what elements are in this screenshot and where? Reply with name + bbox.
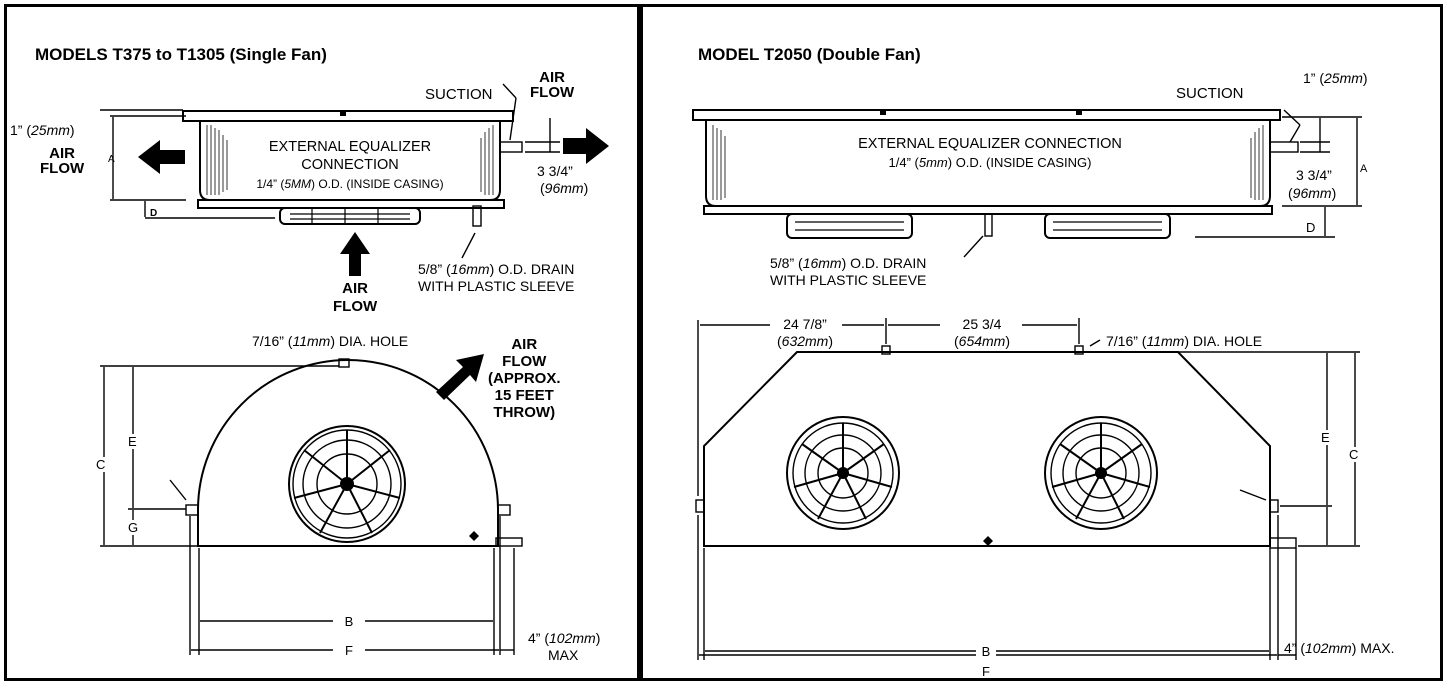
right-panel-title: MODEL T2050 (Double Fan) (698, 45, 921, 64)
left-air-flow-throw-label: AIR FLOW (APPROX. 15 FEET THROW) (488, 336, 561, 421)
air-flow-right-arrow (563, 128, 609, 164)
air-flow-throw-arrow (436, 354, 484, 400)
left-panel-title: MODELS T375 to T1305 (Single Fan) (35, 45, 327, 64)
left-dim-f-label: F (345, 643, 353, 658)
left-one-inch-label: 1” (25mm) (10, 122, 75, 138)
right-dim-334-label: 3 3/4” (1296, 167, 1332, 183)
single-fan-front-view (185, 358, 523, 547)
left-dim-96-label: (96mm) (540, 180, 589, 196)
left-max-word: MAX (548, 647, 579, 663)
right-dim-b-label: B (981, 644, 991, 659)
left-drain-line2: WITH PLASTIC SLEEVE (418, 278, 575, 294)
left-dim-c-label: C (96, 457, 106, 472)
left-air-flow-top-label: AIR FLOW (530, 69, 575, 101)
right-dim-e-label: E (1321, 430, 1330, 445)
single-fan-panel: MODELS T375 to T1305 (Single Fan) (4, 4, 640, 681)
right-dim-a-label: A (1360, 163, 1368, 175)
right-dim-f-label: F (982, 664, 990, 679)
fan-left-icon (786, 416, 900, 530)
left-dim-d-label: D (150, 208, 158, 219)
left-air-flow-bottom-label: AIR FLOW (333, 280, 378, 315)
left-dim-a-label: A (108, 154, 115, 165)
right-dim-c-label: C (1349, 447, 1359, 462)
left-dim-334-label: 3 3/4” (537, 163, 573, 179)
left-ext-eq-line3: 1/4” (5MM) O.D. (INSIDE CASING) (256, 177, 444, 191)
fan-right-icon (1044, 416, 1158, 530)
right-drain-line2: WITH PLASTIC SLEEVE (770, 272, 927, 288)
right-one-inch-label: 1” (25mm) (1303, 70, 1368, 86)
right-dim-96-label: (96mm) (1288, 185, 1337, 201)
right-ext-eq-line1: EXTERNAL EQUALIZER CONNECTION (858, 136, 1122, 152)
left-hole-label: 7/16” (11mm) DIA. HOLE (252, 333, 409, 349)
right-dim-2534-label: 25 3/4 (962, 316, 1002, 332)
air-flow-left-arrow (138, 140, 185, 174)
right-dim-2478-label: 24 7/8” (783, 316, 827, 332)
left-drain-line1: 5/8” (16mm) O.D. DRAIN (418, 261, 575, 277)
left-dim-e-label: E (128, 434, 137, 449)
right-hole-label: 7/16” (11mm) DIA. HOLE (1106, 333, 1263, 349)
right-max-label: 4” (102mm) MAX. (1284, 640, 1395, 656)
double-fan-side-view (692, 109, 1299, 239)
left-max-label: 4” (102mm) (528, 630, 601, 646)
left-ext-eq-line1: EXTERNAL EQUALIZER (268, 139, 432, 155)
left-ext-eq-line2: CONNECTION (301, 157, 399, 173)
double-fan-front-view (695, 345, 1297, 549)
air-flow-up-arrow (340, 232, 370, 276)
left-dim-g-label: G (128, 520, 139, 535)
left-dim-b-label: B (344, 614, 354, 629)
right-suction-label: SUCTION (1176, 85, 1244, 102)
right-drain-line1: 5/8” (16mm) O.D. DRAIN (770, 255, 927, 271)
left-suction-label: SUCTION (425, 86, 493, 103)
right-dim-632-label: (632mm) (776, 333, 834, 349)
right-dim-654-label: (654mm) (953, 333, 1011, 349)
left-air-flow-left-label: AIR FLOW (40, 145, 85, 177)
right-dim-d-label: D (1306, 220, 1316, 235)
right-ext-eq-line2: 1/4” (5mm) O.D. (INSIDE CASING) (888, 155, 1092, 170)
